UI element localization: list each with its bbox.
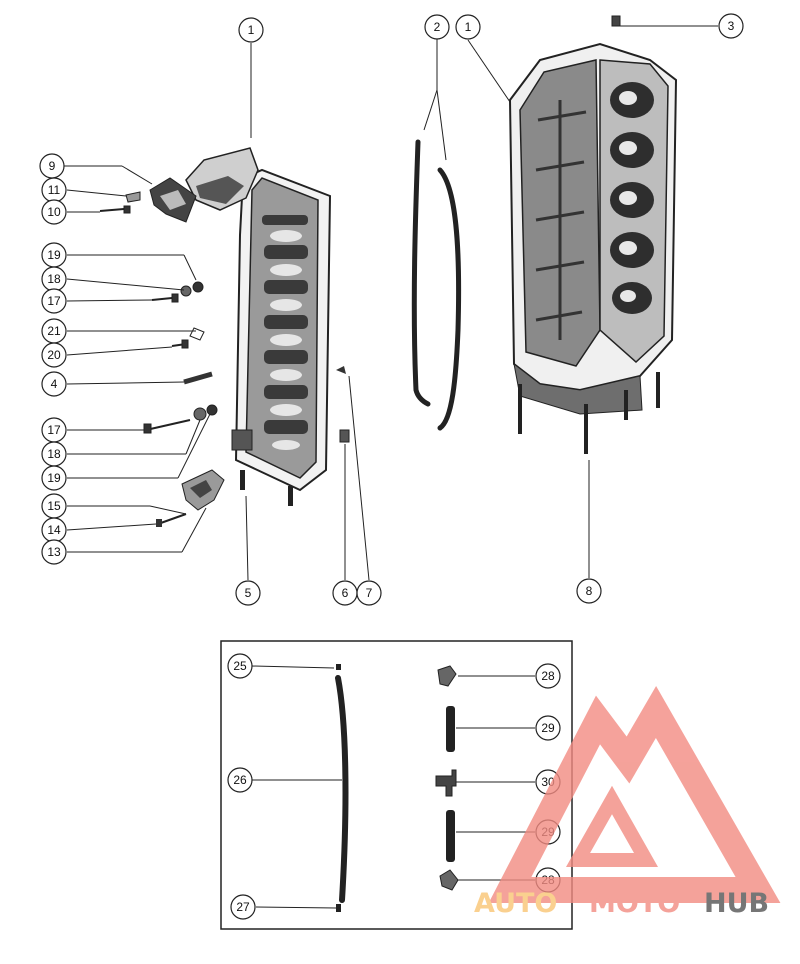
leader-lines xyxy=(63,25,718,581)
callout-4: 4 xyxy=(51,377,58,391)
callout-20: 20 xyxy=(47,348,61,362)
callout-11: 11 xyxy=(48,183,61,197)
dowel-pins xyxy=(336,366,350,443)
callout-1a: 1 xyxy=(248,23,255,37)
callout-7: 7 xyxy=(366,586,373,600)
mounting-bracket-upper xyxy=(149,177,197,223)
callout-17b: 17 xyxy=(47,423,61,437)
callout-8: 8 xyxy=(586,584,593,598)
callout-25: 25 xyxy=(233,659,247,673)
cylinder-block-half xyxy=(185,147,332,506)
callout-1b: 1 xyxy=(465,20,472,34)
callout-28a: 28 xyxy=(541,669,555,683)
callout-3: 3 xyxy=(728,19,735,33)
callout-6: 6 xyxy=(342,586,349,600)
callout-29a: 29 xyxy=(541,721,555,735)
callout-26: 26 xyxy=(233,773,247,787)
callout-15: 15 xyxy=(47,499,61,513)
callout-19a: 19 xyxy=(47,248,61,262)
callout-labels-upper: 1 2 1 3 9 11 10 19 18 17 21 20 4 17 18 1… xyxy=(47,19,734,600)
callout-19b: 19 xyxy=(47,471,61,485)
rubber-seals xyxy=(411,139,462,431)
mounting-bracket-lower xyxy=(156,469,225,527)
callout-5: 5 xyxy=(245,586,252,600)
watermark-text-auto: AUTO xyxy=(474,888,557,919)
callout-13: 13 xyxy=(47,545,61,559)
callout-9: 9 xyxy=(49,159,56,173)
callout-27: 27 xyxy=(236,900,250,914)
small-fasteners xyxy=(99,191,218,434)
callout-18b: 18 xyxy=(47,447,61,461)
callout-14: 14 xyxy=(47,523,61,537)
callout-10: 10 xyxy=(47,205,61,219)
watermark-logo: AUTO MOTO HUB xyxy=(474,686,781,919)
watermark-text-moto: MOTO xyxy=(589,888,680,919)
callout-21: 21 xyxy=(47,324,61,338)
cylinder-block xyxy=(508,15,678,454)
watermark-text-hub: HUB xyxy=(704,888,769,919)
callout-17a: 17 xyxy=(47,294,61,308)
callout-18a: 18 xyxy=(47,272,61,286)
callouts-upper xyxy=(39,13,744,606)
callout-2: 2 xyxy=(434,20,441,34)
